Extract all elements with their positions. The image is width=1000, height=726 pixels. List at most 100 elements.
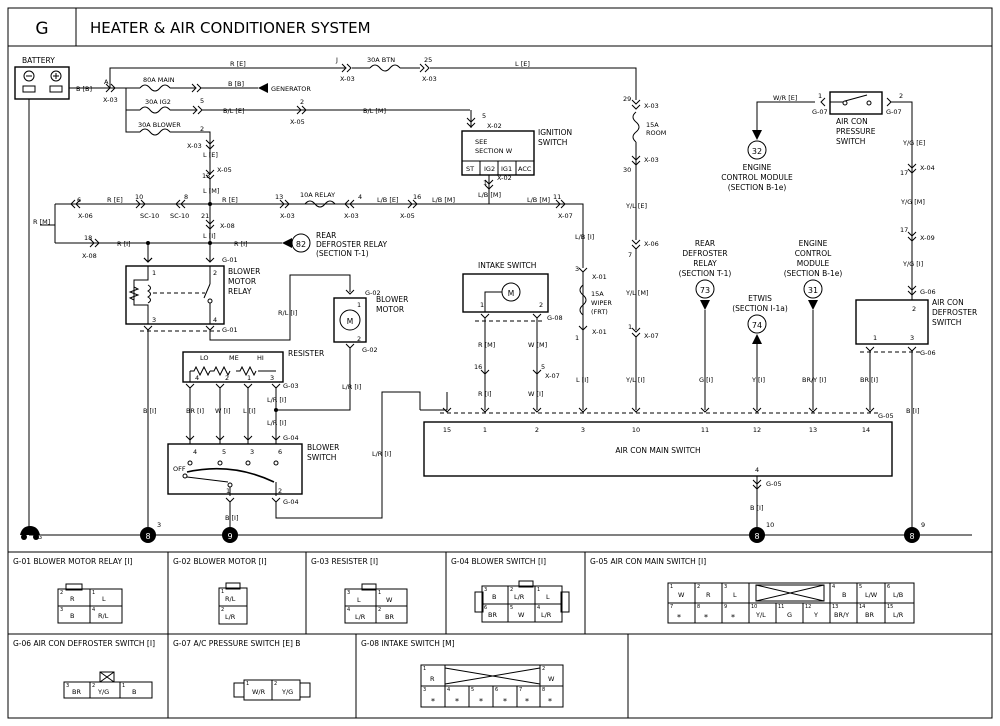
- blower-switch: [167, 443, 303, 495]
- diagram-label: 3: [423, 687, 426, 693]
- diagram-label: Y/L [I]: [625, 376, 645, 384]
- diagram-label: IGNITION: [538, 128, 572, 137]
- diagram-label: SC-10: [170, 212, 189, 220]
- diagram-label: 8: [145, 532, 150, 541]
- diagram-label: 2: [535, 426, 539, 434]
- diagram-label: B: [842, 591, 846, 599]
- diagram-label: X-06: [644, 240, 659, 248]
- diagram-label: 31: [808, 286, 818, 295]
- diagram-label: 3: [484, 587, 487, 593]
- diagram-label: (SECTION T-1): [679, 269, 732, 278]
- diagram-label: X-07: [545, 372, 560, 380]
- diagram-label: R: [706, 591, 711, 599]
- diagram-label: W/R: [252, 688, 266, 696]
- diagram-label: M: [347, 317, 353, 326]
- resister: [182, 351, 284, 383]
- diagram-label: 1: [378, 590, 381, 596]
- battery-label: BATTERY: [22, 56, 55, 65]
- diagram-label: PRESSURE: [836, 127, 876, 136]
- diagram-label: G-06: [920, 288, 936, 296]
- diagram-label: 3: [60, 607, 63, 613]
- diagram-label: SC-10: [140, 212, 159, 220]
- diagram-label: REAR: [695, 239, 715, 248]
- diagram-label: X-05: [290, 118, 305, 126]
- diagram-label: BR/Y: [834, 611, 849, 619]
- diagram-label: *: [455, 697, 459, 706]
- diagram-label: Y/G [M]: [900, 198, 925, 206]
- diagram-label: BLOWER: [228, 267, 260, 276]
- diagram-label: Y/G: [281, 688, 293, 696]
- diagram-label: B [I]: [143, 407, 157, 415]
- diagram-label: L [M]: [203, 187, 219, 195]
- diagram-label: X-08: [82, 252, 97, 260]
- diagram-label: L/R [I]: [372, 450, 391, 458]
- diagram-label: X-03: [103, 96, 118, 104]
- diagram-label: 8: [542, 687, 545, 693]
- diagram-label: RELAY: [693, 259, 717, 268]
- diagram-label: W [M]: [528, 341, 547, 349]
- aircon-main-switch: [423, 421, 893, 477]
- diagram-label: G-06: [920, 349, 936, 357]
- diagram-label: L [I]: [576, 376, 589, 384]
- diagram-label: R [I]: [234, 240, 248, 248]
- diagram-label: G-08: [547, 314, 563, 322]
- diagram-label: 4: [193, 448, 197, 456]
- diagram-label: G-03: [283, 382, 299, 390]
- diagram-label: MOTOR: [228, 277, 256, 286]
- diagram-label: INTAKE SWITCH: [478, 261, 536, 270]
- diagram-label: 73: [700, 286, 710, 295]
- diagram-label: G-04: [283, 434, 299, 442]
- diagram-label: X-03: [187, 142, 202, 150]
- diagram-label: ACC: [518, 165, 532, 173]
- diagram-label: CONTROL: [795, 249, 832, 258]
- diagram-label: AIR CON: [836, 117, 868, 126]
- diagram-label: 3: [66, 683, 69, 689]
- diagram-label: G: [787, 611, 792, 619]
- diagram-label: BR [I]: [186, 407, 204, 415]
- diagram-label: G-04: [283, 498, 299, 506]
- diagram-label: *: [548, 697, 552, 706]
- diagram-label: *: [704, 613, 708, 622]
- diagram-label: SECTION W: [475, 147, 513, 155]
- diagram-label: 14: [859, 604, 865, 610]
- diagram-label: BR/Y [I]: [802, 376, 826, 384]
- diagram-label: 9: [724, 604, 727, 610]
- diagram-label: 1: [818, 92, 822, 100]
- diagram-label: 4: [213, 316, 217, 324]
- diagram-label: 1: [152, 269, 156, 277]
- diagram-label: BR [I]: [860, 376, 878, 384]
- diagram-label: X-07: [558, 212, 573, 220]
- diagram-label: L/R [I]: [342, 383, 361, 391]
- diagram-label: HI: [257, 354, 264, 362]
- connector-g07: 1W/R 2Y/G: [233, 679, 311, 701]
- diagram-label: R [M]: [478, 341, 495, 349]
- diagram-label: 5: [222, 448, 226, 456]
- diagram-label: 2: [542, 666, 545, 672]
- diagram-label: R [M]: [33, 218, 50, 226]
- diagram-label: 5: [200, 97, 204, 105]
- connector-g05: 1W 2R 3L 4B 5L/W 6L/B 7* 8* 9* 10Y/L 11G…: [667, 582, 915, 624]
- diagram-label: X-06: [78, 212, 93, 220]
- diagram-label: 2: [539, 301, 543, 309]
- diagram-label: 1: [92, 590, 95, 596]
- diagram-label: B [I]: [750, 504, 764, 512]
- diagram-label: 2: [300, 98, 304, 106]
- diagram-label: 2: [225, 374, 229, 382]
- diagram-label: 8: [697, 604, 700, 610]
- diagram-label: WIPER: [591, 299, 612, 307]
- diagram-label: 3: [270, 374, 274, 382]
- diagram-label: 2: [697, 584, 700, 590]
- diagram-label: G-02 BLOWER MOTOR [I]: [173, 557, 267, 566]
- diagram-label: 2: [357, 335, 361, 343]
- diagram-label: X-03: [344, 212, 359, 220]
- diagram-label: (SECTION B-1e): [728, 183, 787, 192]
- diagram-label: 1: [357, 301, 361, 309]
- diagram-label: 3: [575, 265, 579, 273]
- diagram-label: L/R [I]: [267, 419, 286, 427]
- diagram-label: 5: [482, 112, 486, 120]
- diagram-label: 15A: [591, 290, 604, 298]
- diagram-label: 30A BTN: [367, 56, 395, 64]
- diagram-label: DEFROSTER: [682, 249, 727, 258]
- diagram-label: R [I]: [117, 240, 131, 248]
